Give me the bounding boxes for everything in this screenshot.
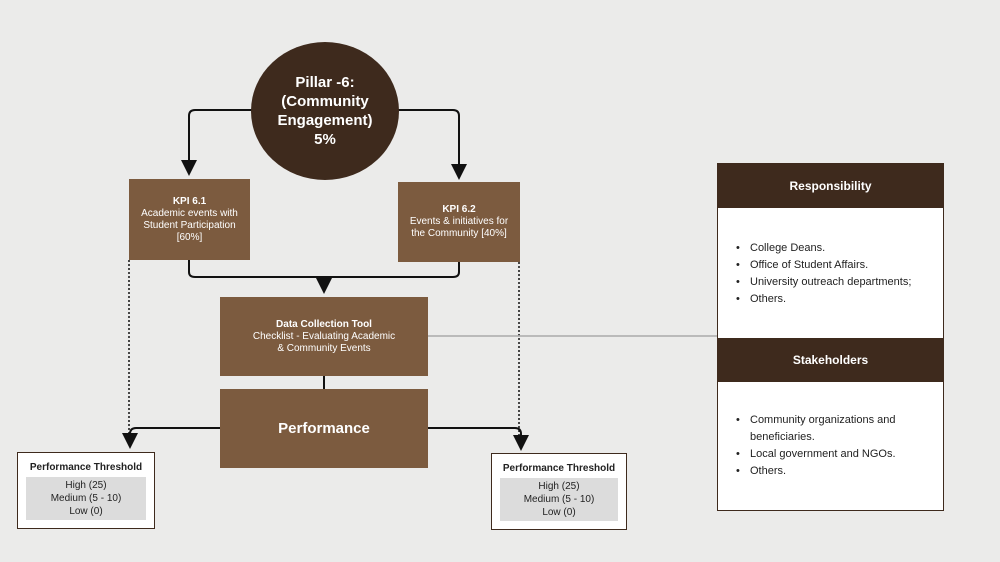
kpi-6-1-line-3: [60%] <box>176 231 203 243</box>
responsibility-stakeholders-panel: Responsibility College Deans. Office of … <box>717 163 944 511</box>
kpi-6-2-line-1: Events & initiatives for <box>409 216 509 227</box>
kpi-6-1-line-2: Student Participation <box>143 219 236 231</box>
stakeholders-list: Community organizations and beneficiarie… <box>730 412 937 480</box>
kpi-6-2-title: KPI 6.2 <box>442 204 476 215</box>
threshold-right-title: Performance Threshold <box>502 463 616 474</box>
arrow-performance-to-threshold-left <box>122 427 220 449</box>
threshold-left-medium: Medium (5 - 10) <box>50 493 122 504</box>
responsibility-header: Responsibility <box>718 164 943 208</box>
list-item: Office of Student Affairs. <box>730 257 937 274</box>
threshold-right-high: High (25) <box>538 481 580 492</box>
list-item: Community organizations and beneficiarie… <box>730 412 937 446</box>
list-item: College Deans. <box>730 240 937 257</box>
stakeholders-header: Stakeholders <box>718 338 943 382</box>
kpi-6-2-line-2: the Community [40%] <box>411 228 507 239</box>
threshold-left-low: Low (0) <box>69 506 103 517</box>
arrow-pillar-to-kpi-left <box>181 109 256 176</box>
data-tool-line-1: Checklist - Evaluating Academic <box>252 330 396 342</box>
kpi-6-2-box: KPI 6.2 Events & initiatives for the Com… <box>398 182 520 262</box>
threshold-right-low: Low (0) <box>542 507 576 518</box>
list-item: Others. <box>730 463 937 480</box>
threshold-left-title: Performance Threshold <box>29 462 143 473</box>
pillar-circle: Pillar -6: (Community Engagement) 5% <box>251 42 399 180</box>
data-collection-tool-box: Data Collection Tool Checklist - Evaluat… <box>220 297 428 376</box>
threshold-left-values: High (25) Medium (5 - 10) Low (0) <box>26 477 146 520</box>
performance-label: Performance <box>278 420 370 437</box>
pillar-line-4: 5% <box>314 131 336 148</box>
kpi-6-1-title: KPI 6.1 <box>172 195 207 207</box>
threshold-box-left: Performance Threshold High (25) Medium (… <box>17 452 155 529</box>
kpi-6-1-box: KPI 6.1 Academic events with Student Par… <box>129 179 250 260</box>
pillar-line-2: (Community <box>281 93 369 110</box>
performance-box: Performance <box>220 389 428 468</box>
list-item: Others. <box>730 291 937 308</box>
data-tool-title: Data Collection Tool <box>276 318 372 330</box>
responsibility-list: College Deans. Office of Student Affairs… <box>730 240 937 308</box>
arrow-kpis-to-data-tool <box>188 260 460 292</box>
kpi-6-1-line-1: Academic events with <box>141 207 238 219</box>
list-item: Local government and NGOs. <box>730 446 937 463</box>
threshold-box-right: Performance Threshold High (25) Medium (… <box>491 453 627 530</box>
arrow-pillar-to-kpi-right <box>394 109 467 180</box>
pillar-line-3: Engagement) <box>277 112 373 129</box>
threshold-right-medium: Medium (5 - 10) <box>523 494 595 505</box>
data-tool-line-2: & Community Events <box>277 342 371 354</box>
threshold-right-values: High (25) Medium (5 - 10) Low (0) <box>500 478 618 521</box>
arrow-performance-to-threshold-right <box>428 427 529 451</box>
threshold-left-high: High (25) <box>65 480 107 491</box>
list-item: University outreach departments; <box>730 274 937 291</box>
pillar-line-1: Pillar -6: <box>295 74 355 91</box>
